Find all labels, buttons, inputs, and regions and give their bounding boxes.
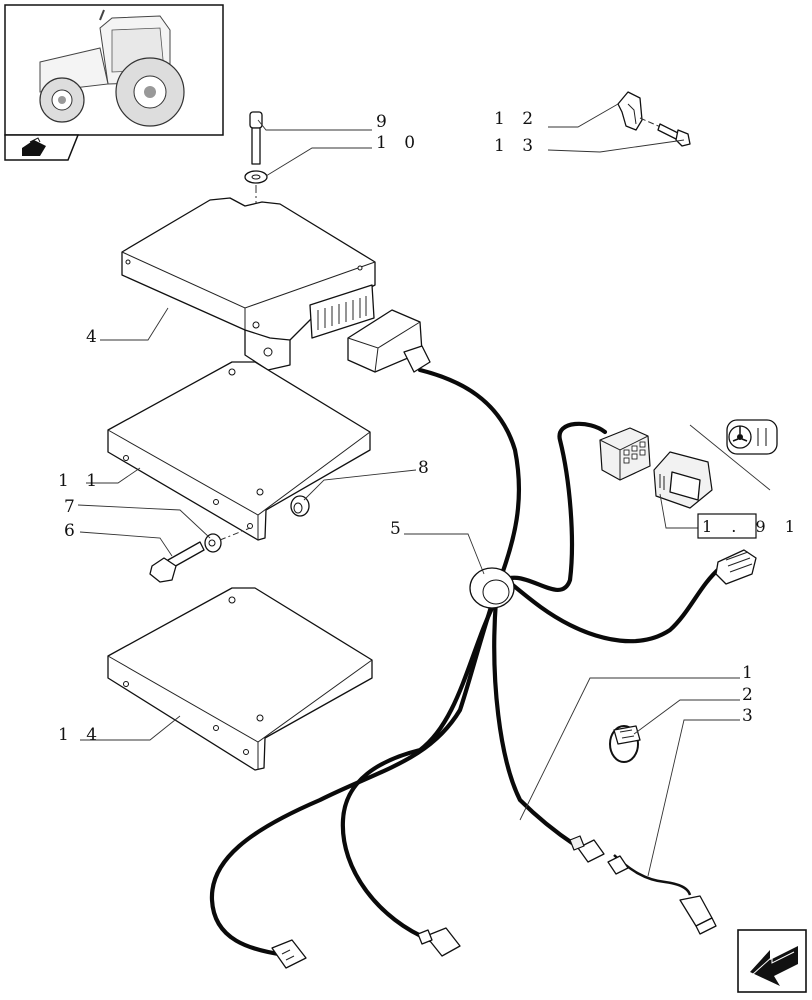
terminal-connector-bottom-left — [271, 939, 307, 969]
callout-10: 1 0 — [376, 133, 421, 153]
callouts: 9 1 0 1 2 1 3 4 8 1 1 7 6 5 1 4 1 2 3 — [58, 109, 759, 745]
tractor-thumbnail-icon — [4, 4, 224, 136]
callout-2: 2 — [742, 685, 759, 705]
callout-3: 3 — [742, 706, 759, 726]
harness-connector-plug — [347, 309, 431, 373]
bolt-6 — [149, 541, 205, 583]
bracket-plate-11 — [107, 361, 371, 541]
callout-1: 1 — [742, 663, 759, 683]
steering-wheel-icon — [726, 419, 778, 455]
washer-7 — [204, 533, 222, 553]
terminal-connector-1 — [569, 835, 605, 863]
bracket-plate-14 — [107, 587, 373, 771]
leader-lines — [77, 103, 740, 877]
callout-4: 4 — [86, 327, 103, 347]
section-marker-icon — [4, 134, 80, 161]
callout-7: 7 — [64, 497, 81, 517]
callout-5: 5 — [390, 519, 407, 539]
clip-12 — [617, 91, 643, 131]
callout-8: 8 — [418, 458, 435, 478]
callout-11: 1 1 — [58, 471, 103, 491]
back-arrow-icon[interactable] — [737, 929, 807, 993]
callout-9: 9 — [376, 112, 393, 132]
connector-block — [599, 427, 651, 481]
callout-14: 1 4 — [58, 725, 103, 745]
grommet-5 — [469, 567, 515, 609]
bolt-9 — [249, 111, 263, 165]
page-reference: 1 . 9 1 . 1 — [697, 513, 812, 539]
callout-13: 1 3 — [494, 136, 539, 156]
terminal-connector-bottom-center — [417, 927, 461, 957]
control-unit-4 — [121, 197, 376, 371]
end-connector-right — [715, 549, 757, 585]
callout-6: 6 — [64, 521, 81, 541]
clip-2 — [609, 725, 641, 763]
callout-12: 1 2 — [494, 109, 539, 129]
terminal-connector-3a — [607, 855, 629, 875]
terminal-connector-3b — [679, 895, 717, 935]
page-reference-label: 1 . 9 1 . 1 — [702, 517, 812, 536]
wiring-harness — [209, 367, 723, 958]
washer-10 — [244, 170, 268, 184]
grommet-8 — [290, 495, 310, 517]
switch-assembly — [653, 424, 771, 509]
screw-13 — [657, 123, 691, 147]
